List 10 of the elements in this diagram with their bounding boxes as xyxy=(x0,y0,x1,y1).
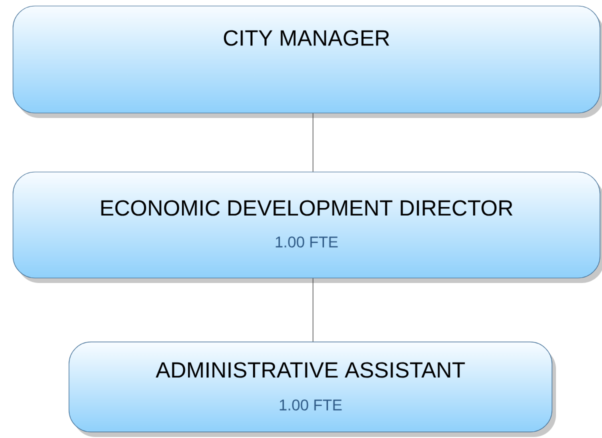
fte-count: 1.00 FTE xyxy=(280,400,342,410)
box-title: CITY MANAGER xyxy=(224,30,390,46)
connector-line xyxy=(312,278,314,342)
position-box xyxy=(12,6,602,118)
box-title: ECONOMIC DEVELOPMENT DIRECTOR xyxy=(101,200,512,216)
position-box xyxy=(12,172,602,283)
position-box xyxy=(68,342,556,437)
fte-count: 1.00 FTE xyxy=(276,236,338,248)
box-title: ADMINISTRATIVE ASSISTANT xyxy=(156,362,465,378)
connector-line xyxy=(312,112,314,172)
